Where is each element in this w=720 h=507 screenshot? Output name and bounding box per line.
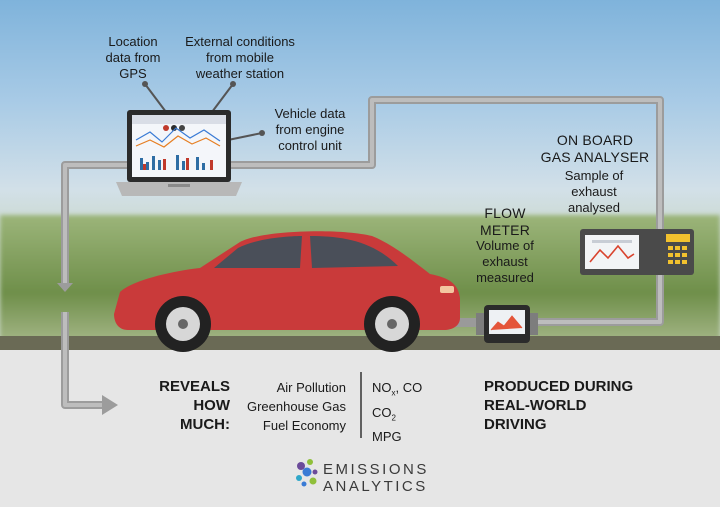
gps-pointer-line — [144, 83, 167, 113]
gas-analyser-icon — [580, 229, 694, 275]
emissions-analytics-logo-icon — [296, 459, 318, 487]
arrow-down-icon — [57, 283, 73, 292]
laptop-icon — [116, 110, 242, 196]
weather-pointer-line — [211, 83, 234, 113]
results-pipe — [61, 312, 102, 409]
exhaust-pipe — [455, 318, 485, 327]
flow-meter-icon — [476, 305, 538, 343]
arrow-right-icon — [102, 395, 118, 415]
ground — [0, 350, 720, 507]
pollutants-list: NOx, CO CO2 MPG — [372, 380, 423, 445]
car-icon — [114, 231, 460, 352]
ecu-pointer-line — [227, 132, 263, 141]
